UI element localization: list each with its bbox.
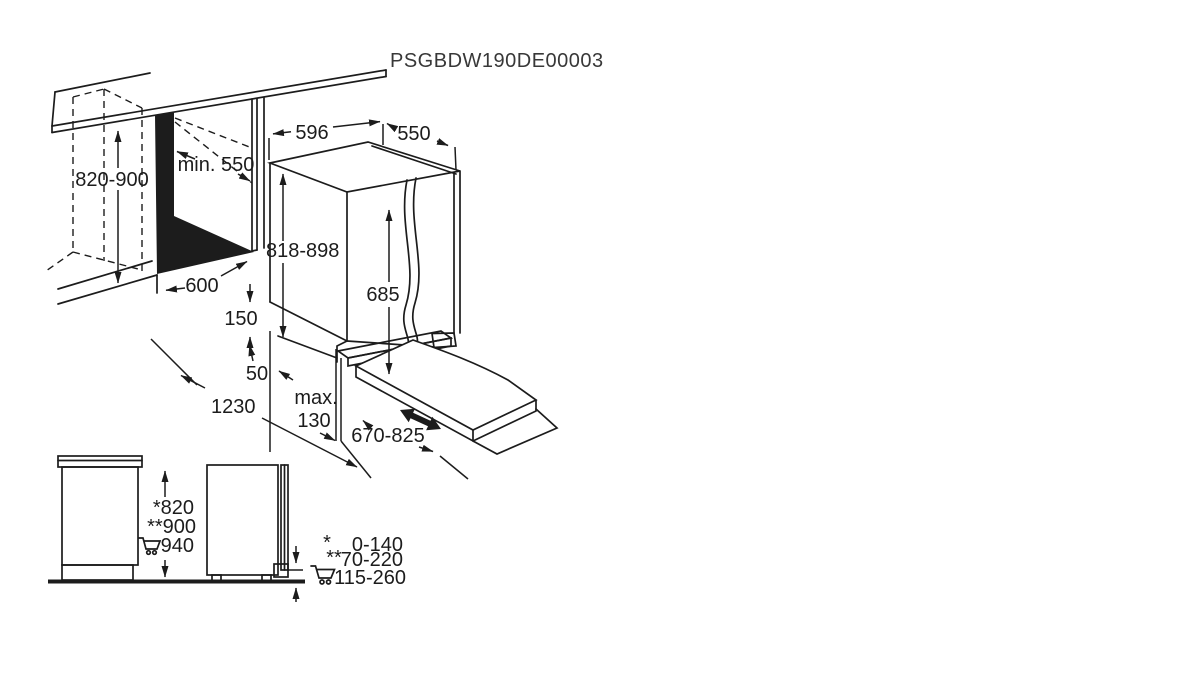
dimension-niche-depth: min. 550	[176, 150, 255, 182]
legend-star-symbol: *	[323, 532, 331, 554]
legend-star-value: 0-140	[352, 534, 403, 556]
decor-panel-step	[472, 408, 559, 455]
dim-niche-depth-label: min. 550	[178, 154, 255, 176]
appliance-top-face	[266, 141, 461, 193]
dim-open-door-clearance-label: 1230	[211, 396, 256, 418]
plinth-step	[336, 340, 348, 363]
cart-icon	[310, 565, 336, 585]
dim-rear-offset-label: 50	[246, 363, 268, 385]
dimension-appliance-depth: 550	[386, 122, 449, 147]
appliance-box	[266, 141, 461, 368]
niche	[155, 97, 265, 274]
plinth-bottom-edge	[277, 335, 338, 359]
dimension-niche-width: 600	[165, 260, 248, 297]
cart-icon	[138, 537, 162, 556]
niche-opening	[155, 112, 254, 274]
door-bottom-bracket	[431, 332, 457, 349]
dimension-rear-offset: 50	[246, 344, 294, 385]
legend: * 0-140 ** 70-220 115-260	[310, 532, 406, 589]
appliance-bottom-left-edge	[269, 301, 348, 342]
countertop	[51, 69, 387, 134]
dishwasher-body	[206, 464, 279, 576]
dim-panel-bottom-range-label: 670-825	[351, 425, 424, 447]
dimension-plinth-recess: max. 130	[294, 387, 338, 442]
dimension-worktop-height: *820 **900 940	[138, 470, 196, 578]
dimension-appliance-width: 596	[272, 119, 381, 144]
door-top-inner-edge	[371, 145, 457, 175]
dimension-open-door-clearance: 1230	[180, 374, 358, 468]
cabinet-body	[61, 466, 139, 566]
legend-double-star-value: 70-220	[341, 549, 403, 571]
dim-plinth-recess-value-label: 130	[297, 410, 330, 432]
dim-plinth-height-label: 150	[224, 308, 257, 330]
dim-niche-height-label: 820-900	[75, 169, 148, 191]
legend-cart-value: 115-260	[334, 567, 406, 589]
counter-left-edge	[51, 91, 56, 127]
dim-height-option-2-label: **900	[147, 516, 196, 538]
legend-double-star-symbol: **	[326, 547, 342, 569]
dim-niche-width-label: 600	[185, 275, 218, 297]
decor-panel-top-face	[354, 339, 538, 431]
dimension-appliance-height: 818-898	[266, 173, 339, 338]
dim-height-option-1-label: *820	[153, 497, 194, 519]
side-view-cabinet	[57, 455, 143, 581]
dimension-niche-height: 820-900	[75, 130, 149, 284]
dimension-plinth-height: 150	[224, 284, 258, 355]
door-break-wavy-line-2	[411, 177, 420, 346]
cabinet-base-edges	[57, 260, 158, 305]
dim-plinth-recess-max-label: max.	[294, 387, 337, 409]
counter-front-top-line	[51, 69, 387, 127]
side-view-dishwasher	[206, 464, 303, 602]
dimension-panel-bottom-range: 670-825	[351, 419, 434, 453]
cabinet-countertop	[57, 455, 143, 468]
dim-appliance-width-label: 596	[295, 122, 328, 144]
dim-appliance-height-label: 818-898	[266, 240, 339, 262]
counter-front-bottom-line	[51, 75, 387, 134]
cabinet-plinth	[61, 564, 134, 581]
dim-door-panel-height-label: 685	[366, 284, 399, 306]
dim-height-option-3-label: 940	[161, 535, 194, 557]
dimension-door-panel-height: 685	[366, 209, 400, 375]
cabinet-hidden-lines	[45, 88, 253, 272]
door-break-wavy-line-1	[402, 179, 411, 348]
decor-panel-end	[472, 399, 537, 442]
figure-number: PSGBDW190DE00003	[390, 50, 604, 72]
slide-direction-arrow	[400, 408, 441, 431]
counter-back-edge	[54, 72, 151, 93]
dim-appliance-depth-label: 550	[397, 123, 430, 145]
